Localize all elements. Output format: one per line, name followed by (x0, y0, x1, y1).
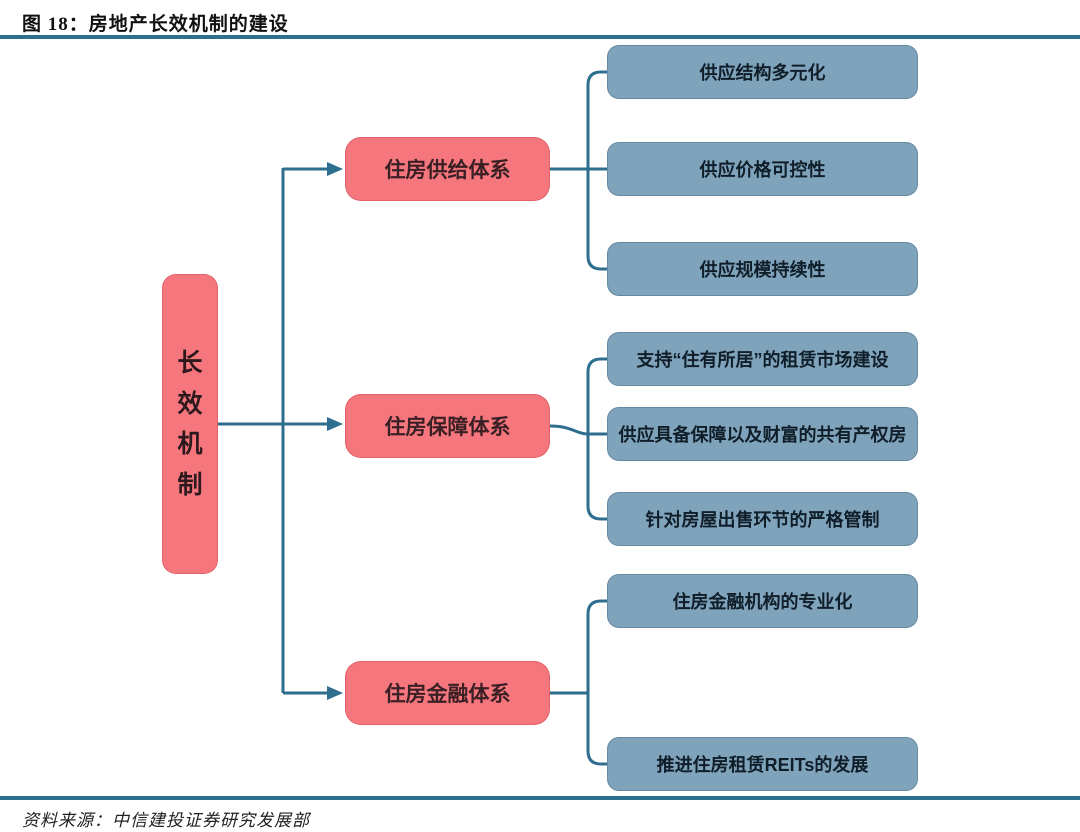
figure-title: 图 18：房地产长效机制的建设 (22, 14, 289, 35)
node-long-term-mechanism: 长效机制 (162, 274, 218, 574)
leaf-housing-sale-regulation: 针对房屋出售环节的严格管制 (607, 492, 918, 546)
bottom-rule (0, 796, 1080, 800)
leaf-supply-scale-sustainability: 供应规模持续性 (607, 242, 918, 296)
leaf-supply-structure-diversification: 供应结构多元化 (607, 45, 918, 99)
source-note: 资料来源：中信建投证券研究发展部 (22, 811, 310, 830)
node-label: 长效机制 (177, 349, 203, 499)
node-housing-supply-system: 住房供给体系 (345, 137, 550, 201)
node-housing-security-system: 住房保障体系 (345, 394, 550, 458)
node-housing-finance-system: 住房金融体系 (345, 661, 550, 725)
leaf-finance-institution-specialization: 住房金融机构的专业化 (607, 574, 918, 628)
leaf-housing-rental-reits: 推进住房租赁REITs的发展 (607, 737, 918, 791)
top-rule (0, 35, 1080, 39)
leaf-supply-price-controllability: 供应价格可控性 (607, 142, 918, 196)
leaf-shared-ownership-housing: 供应具备保障以及财富的共有产权房 (607, 407, 918, 461)
leaf-rental-market-support: 支持“住有所居”的租赁市场建设 (607, 332, 918, 386)
